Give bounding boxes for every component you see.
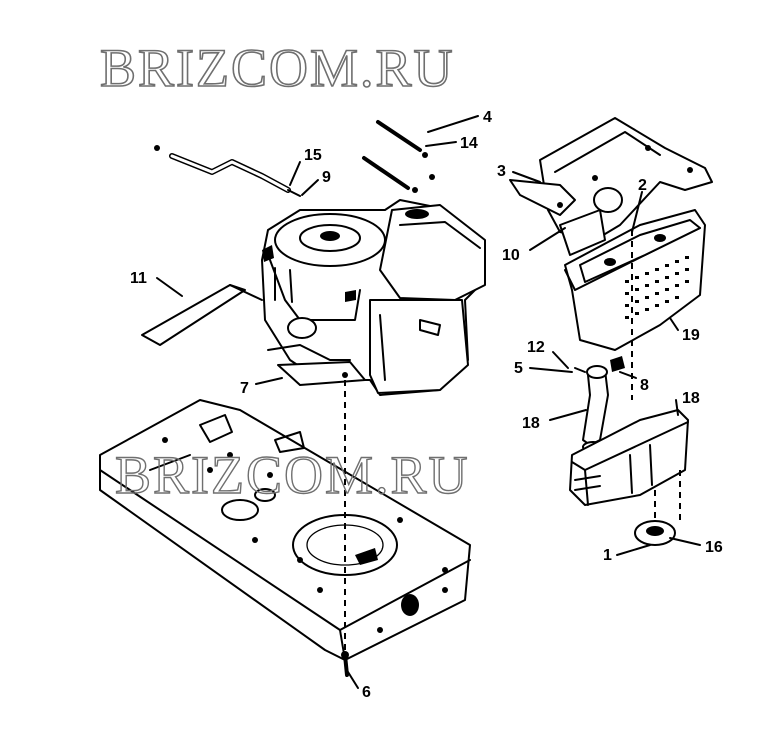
callouts: 15 9 4 14 3 2 10 11 11 19 12 5 8	[130, 109, 723, 701]
label-8: 8	[640, 377, 649, 394]
label-7: 7	[240, 380, 249, 397]
engine	[261, 199, 486, 396]
bolt-6	[341, 651, 349, 677]
label-10: 10	[502, 247, 520, 264]
label-17: 18	[682, 390, 700, 407]
label-1: 1	[603, 547, 612, 564]
label-3: 3	[497, 163, 506, 180]
muffler-axis-line	[631, 230, 681, 520]
label-5: 5	[514, 360, 523, 377]
bolts-top	[362, 120, 435, 193]
heat-shield	[564, 209, 706, 351]
label-15: 15	[304, 147, 322, 164]
muffler-bracket	[509, 117, 713, 256]
frame	[99, 399, 471, 661]
label-12: 12	[527, 339, 545, 356]
label-14: 14	[460, 135, 478, 152]
exhaust-ring	[634, 520, 676, 546]
label-4: 4	[483, 109, 492, 126]
muffler	[569, 409, 689, 506]
belt-guide	[141, 284, 263, 346]
throttle-rod	[154, 145, 301, 197]
watermark-top: BRIZCOM.RU	[100, 38, 455, 98]
label-6: 6	[362, 684, 371, 701]
label-18-text: 18	[522, 415, 540, 432]
label-19: 19	[682, 327, 700, 344]
label-16: 16	[705, 539, 723, 556]
watermark-middle: BRIZCOM.RU	[115, 445, 470, 505]
label-2: 2	[638, 177, 647, 194]
label-11-text: 11	[130, 270, 147, 287]
label-9: 9	[322, 169, 331, 186]
